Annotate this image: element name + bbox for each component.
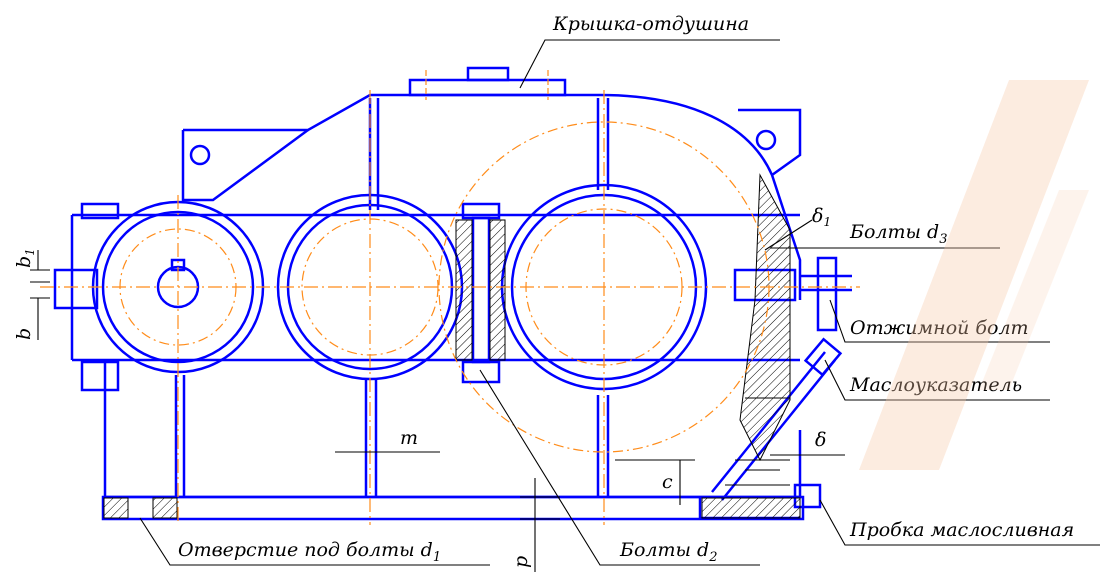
jack-bolt [816,256,838,332]
watermark-logo [859,80,1089,470]
oil-level [725,397,790,486]
label-holes-d1: Отверстие под болты d1 [178,539,441,565]
dim-m: m [400,427,418,449]
cover-left-bracket [181,128,309,202]
input-shaft [53,268,99,310]
breather-cap [466,66,510,82]
lifting-hole-right [755,129,777,151]
dim-b1: b1 [13,248,37,268]
leader-oil-gauge [824,359,1050,401]
leaders [30,39,1100,572]
dim-b: b [13,328,35,340]
breather-plate [408,78,567,97]
label-bolts-d2: Болты d2 [619,539,717,565]
cover-outline [183,93,802,300]
dim-p: p [510,556,532,568]
hatched-sections [103,173,801,519]
dim-delta1: δ1 [812,205,831,229]
leader-bolts-d2 [479,369,760,566]
leader-cover [519,39,780,89]
label-cover: Крышка-отдушина [552,13,749,35]
bolt-flange-left-bottom [80,360,120,392]
cover-right-bracket [738,108,802,177]
base-flange [101,495,805,521]
dim-c: c [662,471,673,493]
dim-delta: δ [815,429,826,451]
leader-holes-d1 [139,517,490,566]
callouts: Крышка-отдушина Болты d3 Отжимной болт М… [13,13,1074,568]
label-bolts-d3: Болты d3 [849,221,947,247]
housing [53,66,852,521]
leader-drain-plug [819,499,1100,546]
leader-jack-bolt [829,299,1050,343]
drain-plug [793,483,822,509]
label-jack-bolt: Отжимной болт [850,317,1029,339]
label-oil-gauge: Маслоуказатель [849,374,1022,396]
bolt-flange-left-top [80,202,120,220]
center-lines [40,70,860,525]
lifting-hole-left [189,144,211,166]
lower-body [103,360,802,499]
label-drain-plug: Пробка маслосливная [849,519,1074,541]
